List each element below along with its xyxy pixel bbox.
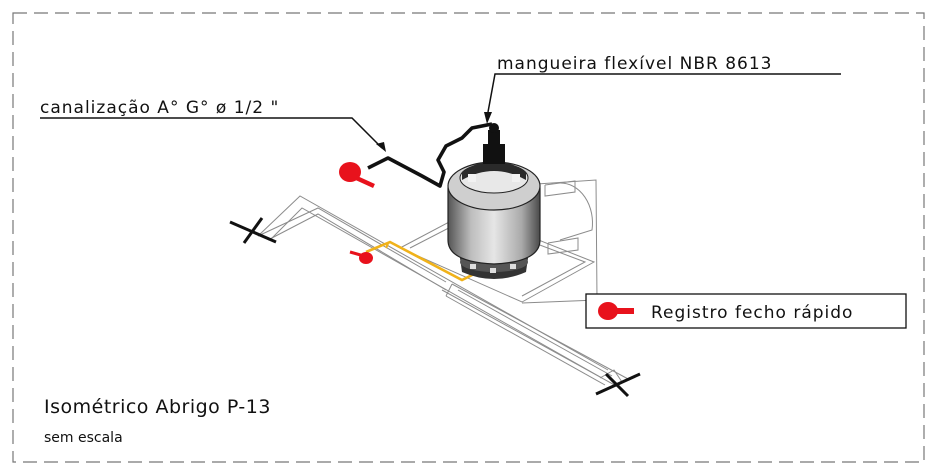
gas-cylinder [447,123,541,279]
break-symbol-left [229,217,277,244]
legend-box [585,293,907,329]
inline-valve-icon [349,250,373,264]
pipe-label-leader [40,117,386,152]
shelter-outline [257,179,631,389]
quick-valve-icon [339,162,375,189]
flexible-hose [367,122,493,188]
legend-valve-label: Registro fecho rápido [651,303,853,323]
pipe-label: canalização A° G° ø 1/2 " [40,98,279,118]
legend-valve-icon [598,302,634,320]
sheet-border [12,12,925,463]
hose-label-leader [484,73,841,124]
legend: Registro fecho rápido [585,293,907,329]
hose-label: mangueira flexível NBR 8613 [497,54,772,74]
drawing-scale-note: sem escala [44,430,123,446]
break-symbol-right [595,372,641,398]
drawing-title: Isométrico Abrigo P-13 [44,396,271,418]
